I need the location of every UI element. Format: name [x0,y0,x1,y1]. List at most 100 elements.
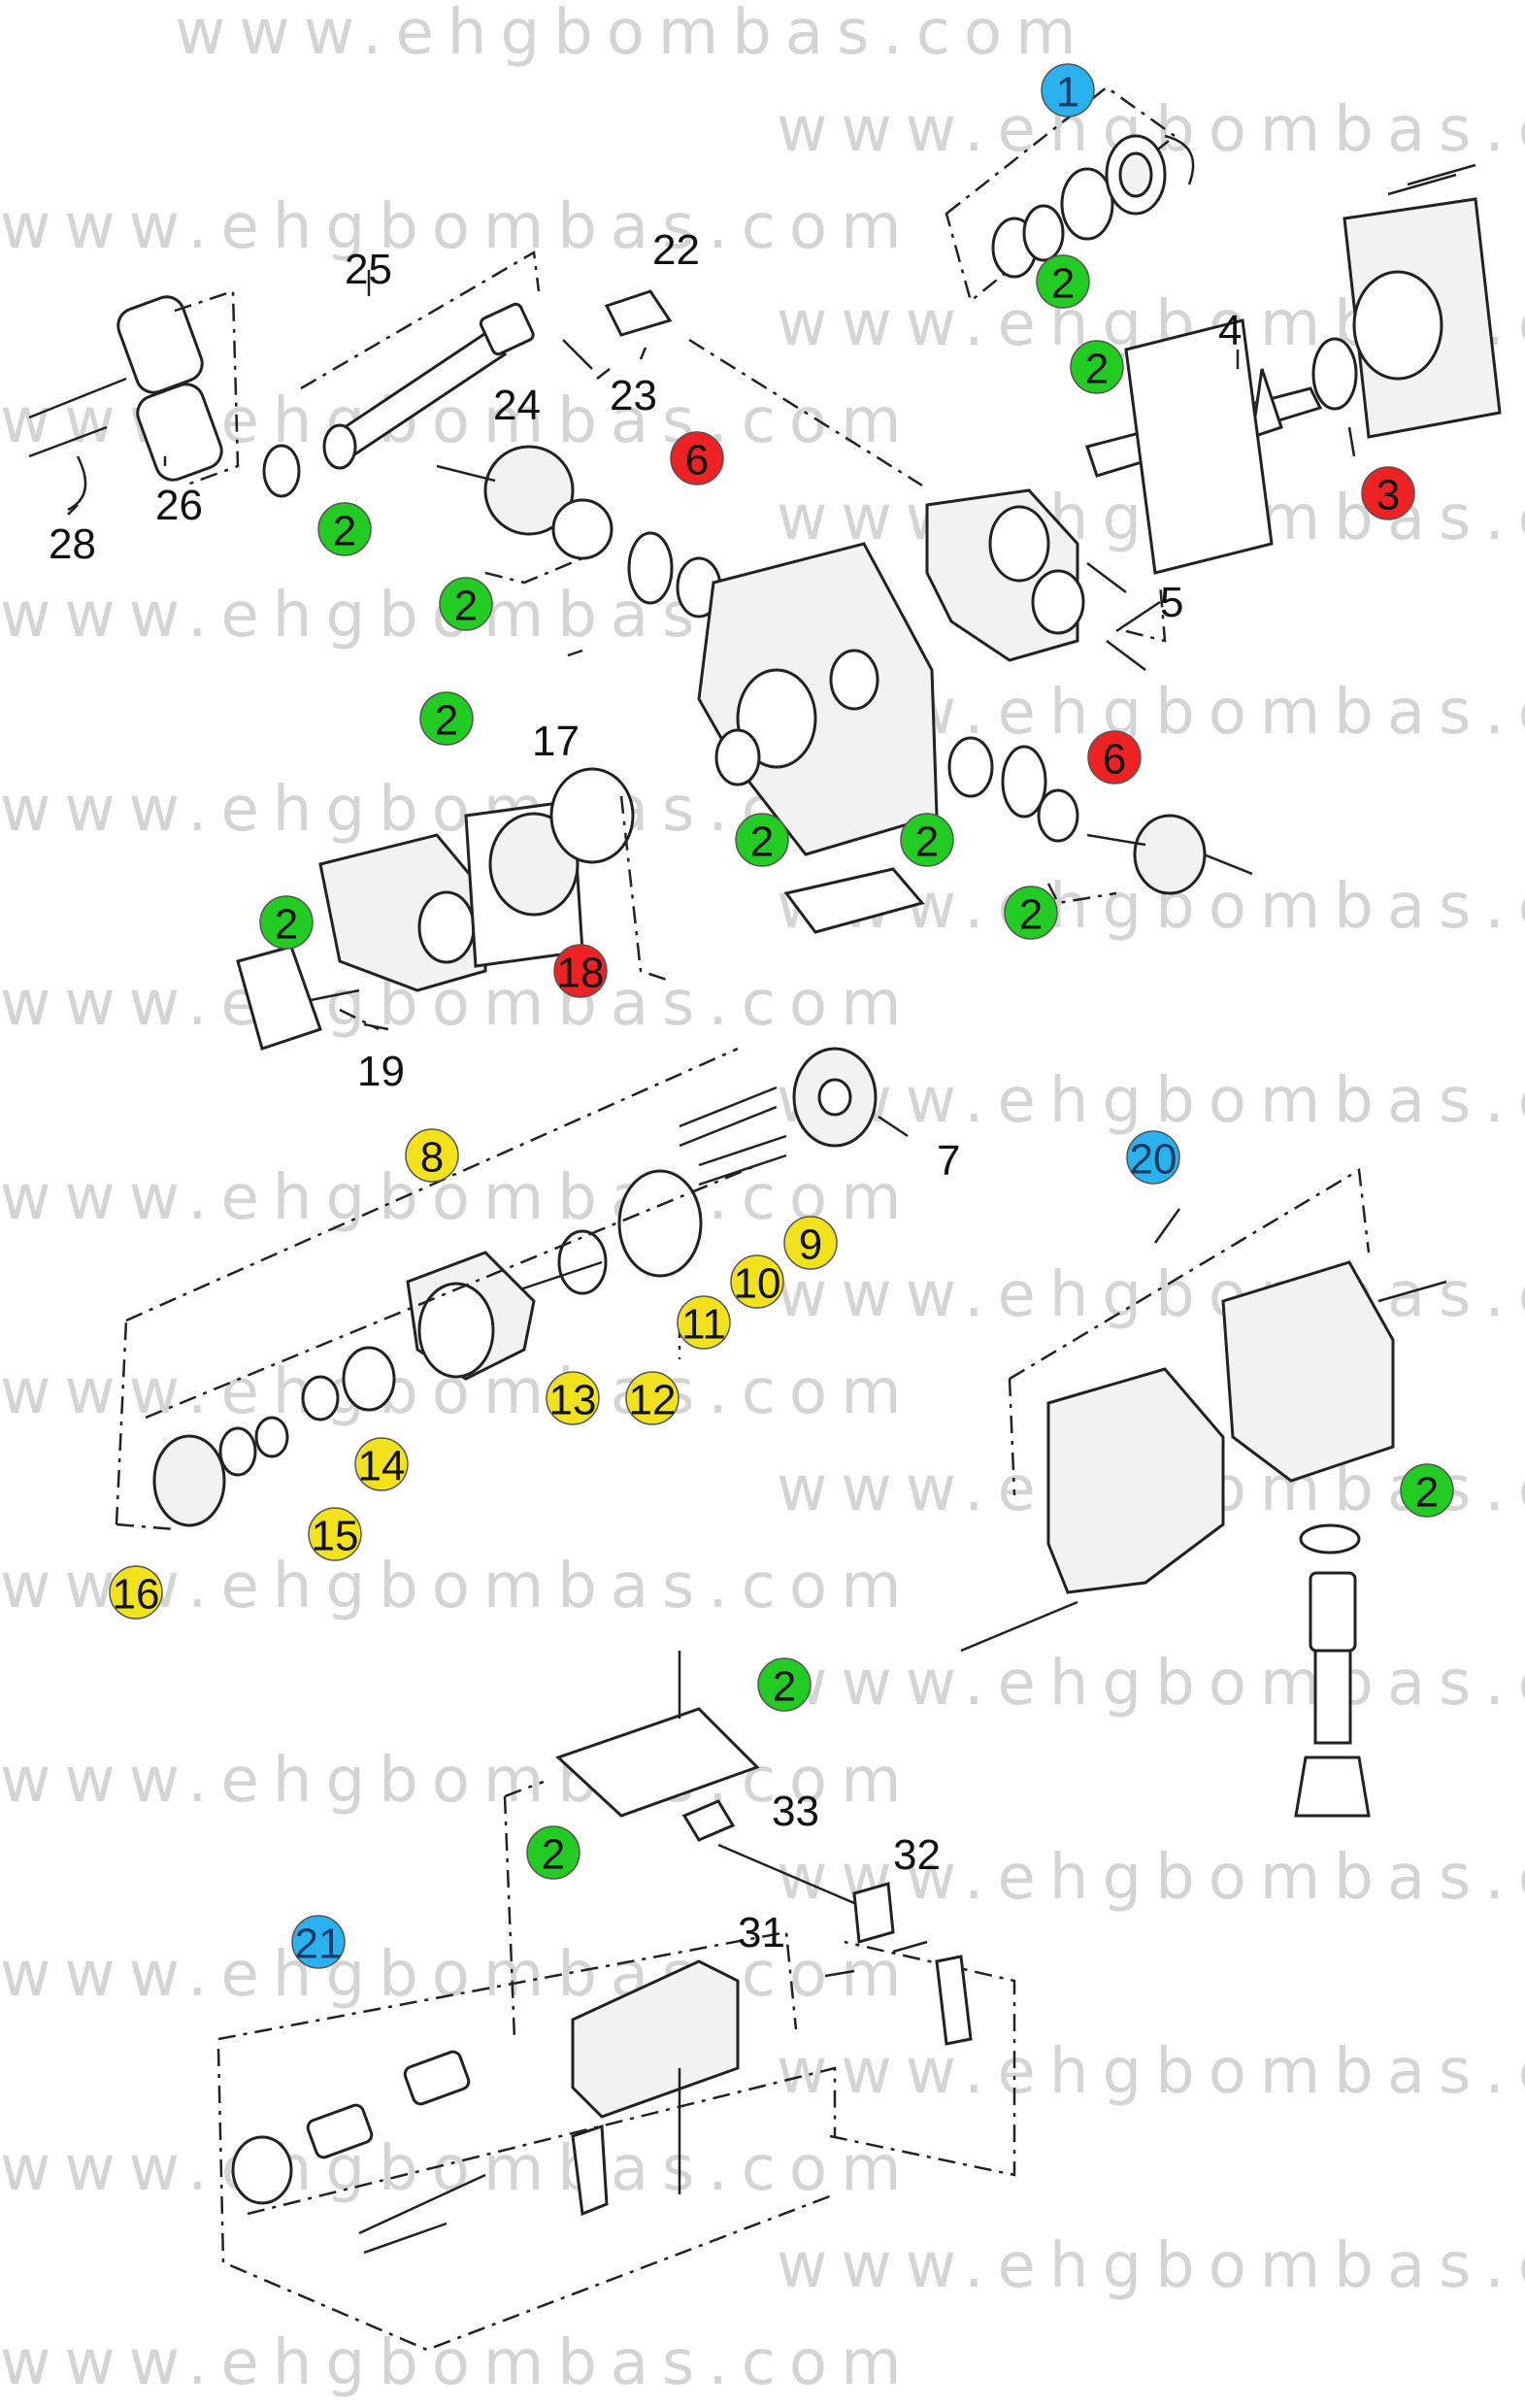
aux-pump-bracket [1008,1167,1371,1496]
control-bracket-bottom [247,1940,1016,2216]
relief-spring [1313,1649,1352,1745]
front-cover-bore [1352,270,1443,381]
charge-pump-seal [549,767,635,864]
badge-circle [317,502,372,556]
badge-number: 2 [773,1663,796,1711]
part-label: 33 [772,1788,819,1835]
badge-circle [1400,1463,1454,1518]
badge-number: 10 [734,1260,781,1308]
spool-sleeve [403,2050,471,2106]
cylinder-bearing [152,1434,226,1527]
reference-badge: 20 [1126,1130,1180,1185]
aux-pump-cover [1046,1367,1225,1594]
watermark-text: www.ehgbombas.com [175,0,1089,69]
control-shaft [717,1843,855,1905]
control-valve-body [571,1959,740,2119]
end-plate-bolts [1086,833,1253,876]
retaining-ring [67,455,87,512]
charge-pump-group [236,767,671,1051]
badge-number: 15 [312,1513,359,1560]
part-label: 28 [49,520,96,568]
end-plate-bracket [1046,883,1117,905]
link-pin [562,339,593,370]
badge-circle [405,1128,459,1183]
reference-badge: 2 [735,813,789,867]
control-fittings [824,1940,928,1978]
reference-badge: 2 [317,502,372,556]
badge-number: 16 [113,1571,160,1619]
reference-badge: 2 [1004,886,1058,940]
cover-bolts [1387,163,1476,196]
link-lever [604,289,673,337]
housing-guide-lines [688,338,1167,643]
badge-number: 14 [358,1443,406,1490]
watermark-text: www.ehgbombas.com [777,1065,1525,1137]
badge-number: 2 [542,1831,565,1879]
badge-circle [1087,730,1142,785]
valve-plate-bushing [218,1426,257,1477]
badge-circle [783,1216,838,1270]
part-label: 26 [155,482,203,529]
reference-badge: 11 [677,1295,731,1350]
watermark-text: www.ehgbombas.com [0,1162,914,1234]
relief-o-ring [1299,1523,1361,1555]
badge-number: 18 [557,950,605,997]
reference-badge: 15 [308,1507,362,1561]
seal-kit-bracket [945,85,1177,304]
flange-gasket [1124,318,1274,575]
reference-badge: 3 [1361,466,1415,520]
relief-valve-body [1309,1571,1357,1653]
watermark-text: www.ehgbombas.com [0,2133,914,2205]
block-spring [342,1346,396,1412]
cylinder-block-face [417,1282,495,1379]
control-bracket-top [217,1930,798,2041]
port-cover [483,445,575,536]
reference-badge: 2 [1036,254,1090,309]
reference-badge: 2 [259,895,314,950]
reference-badge: 6 [670,431,724,485]
badge-circle [419,691,474,746]
reference-badge: 2 [1400,1463,1454,1518]
part-label: 5 [1160,579,1183,626]
pump-housing [697,542,939,856]
reference-badge: 6 [1087,730,1142,785]
aux-pump-shaft [1377,1280,1447,1303]
spring-guide [479,302,535,356]
badge-number: 2 [1019,891,1043,939]
reference-badge: 2 [1070,340,1124,394]
badge-number: 2 [435,697,458,745]
end-plate [1133,814,1207,895]
reference-badge: 16 [109,1565,163,1620]
port-o-ring [551,498,613,560]
part-label: 31 [738,1909,785,1956]
tapered-bearing [1001,745,1047,819]
retaining-ring [254,1416,289,1458]
badge-number: 2 [275,901,298,949]
reference-badge: 2 [526,1825,580,1880]
reference-badge: 21 [291,1915,346,1969]
shaft-spline [1250,368,1283,440]
reference-badge: 8 [405,1128,459,1183]
gear-fasteners [1086,562,1146,671]
badge-circle [735,813,789,867]
badge-number: 3 [1376,472,1400,519]
reference-badge: 2 [439,577,493,631]
badge-number: 8 [420,1134,444,1182]
badge-number: 2 [750,819,774,866]
piston-bolts [679,1086,787,1187]
watermark-text: www.ehgbombas.com [777,2036,1525,2108]
reference-badge: 2 [900,813,954,867]
reference-badge: 2 [419,691,474,746]
badge-circle [526,1825,580,1880]
feedback-link [571,2124,609,2217]
shaft-seal-inner [1118,151,1153,198]
badge-circle [1070,340,1124,394]
control-bracket-left [503,1780,545,2040]
part-label: 22 [652,226,700,274]
control-arm [852,1882,895,1944]
badge-number: 2 [454,583,478,630]
o-ring [262,444,301,498]
badge-circle [354,1437,409,1491]
servo-piston [136,383,223,482]
